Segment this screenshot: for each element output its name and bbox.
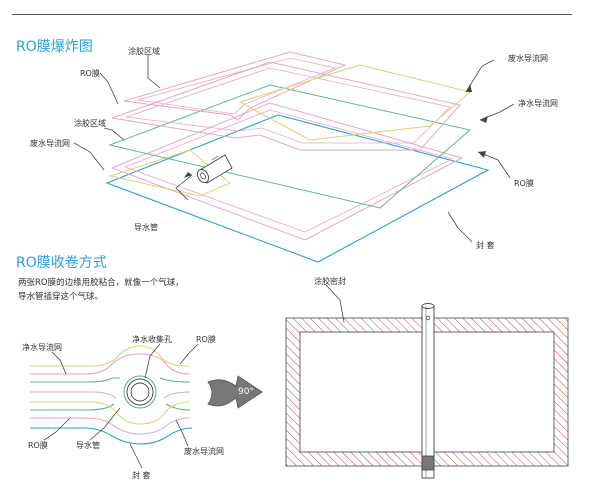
cs-yellow-top bbox=[30, 345, 190, 367]
label-cs-waste-mesh: 废水导流网 bbox=[184, 447, 224, 456]
leader-glue-mid bbox=[103, 127, 125, 141]
cs-leader-ro-right bbox=[179, 343, 199, 365]
cs-green-top-r bbox=[159, 377, 191, 383]
ro-membrane-middle bbox=[111, 61, 461, 151]
label-waste-mesh-right: 废水导流网 bbox=[508, 54, 548, 63]
glue-seal-leader bbox=[325, 284, 345, 323]
leader-seal bbox=[447, 211, 473, 243]
pure-water-mesh bbox=[108, 84, 472, 209]
cs-leader-ro-left bbox=[43, 417, 71, 441]
cs-leader-pure-mesh bbox=[51, 351, 67, 375]
roll-method-desc-line2: 导水管插穿这个气球。 bbox=[18, 292, 104, 302]
rotate-90-label: 90° bbox=[238, 387, 254, 397]
label-cs-ro-right: RO膜 bbox=[196, 335, 216, 344]
label-glue-zone-mid: 涂胶区域 bbox=[74, 119, 106, 128]
top-divider bbox=[12, 14, 572, 15]
leader-waste-left bbox=[73, 142, 105, 171]
label-glue-zone-top: 涂胶区域 bbox=[128, 47, 160, 56]
label-cs-tube: 导水管 bbox=[76, 441, 100, 450]
label-glue-seal: 涂胶密封 bbox=[314, 277, 346, 286]
cs-blue-bottom bbox=[30, 427, 193, 445]
cs-pink-mid bbox=[30, 391, 191, 399]
leader-ro-top bbox=[99, 72, 119, 105]
seal-cover-layer bbox=[105, 114, 490, 263]
cs-green-low bbox=[30, 403, 191, 411]
label-cs-pure-mesh: 净水导流网 bbox=[22, 343, 62, 352]
waste-mesh-top bbox=[238, 64, 472, 141]
ro-membrane-lower-outer bbox=[110, 102, 464, 241]
cs-leader-tube bbox=[89, 407, 121, 441]
cs-yellow-low bbox=[30, 401, 191, 425]
cs-tube bbox=[123, 375, 157, 409]
label-ro-membrane-top: RO膜 bbox=[80, 69, 100, 78]
glue-seal-tube bbox=[421, 303, 435, 479]
cross-section-diagram bbox=[30, 345, 193, 445]
exploded-view-title: RO膜爆炸图 bbox=[16, 39, 93, 55]
label-seal-cover: 封 套 bbox=[476, 241, 495, 250]
leader-waste-right bbox=[465, 59, 495, 93]
waste-mesh-lower bbox=[108, 149, 231, 197]
cs-leader-hole bbox=[144, 343, 161, 379]
ro-membrane-top-inner bbox=[137, 57, 337, 115]
leader-tube bbox=[175, 174, 193, 201]
label-ro-membrane-right: RO膜 bbox=[514, 179, 534, 188]
label-cs-pure-hole: 净水收集孔 bbox=[132, 335, 172, 344]
cs-pink-low bbox=[30, 417, 191, 435]
leader-glue-top bbox=[147, 55, 161, 89]
cs-pink-top bbox=[30, 353, 191, 375]
label-waste-mesh-left: 废水导流网 bbox=[30, 139, 70, 148]
roll-method-desc-line1: 两张RO膜的边缘用胶粘合，就像一个气球， bbox=[18, 278, 184, 288]
cs-leader-seal bbox=[129, 443, 143, 469]
roll-method-title: RO膜收卷方式 bbox=[16, 255, 107, 271]
rotate-90-arrow bbox=[207, 375, 263, 409]
label-pure-mesh-right: 净水导流网 bbox=[518, 99, 558, 108]
label-cs-seal: 封 套 bbox=[132, 471, 151, 480]
cs-green-top bbox=[30, 377, 120, 383]
cs-leader-waste bbox=[175, 419, 189, 447]
ro-membrane-middle-inner bbox=[125, 67, 451, 144]
water-tube-drawing bbox=[196, 154, 233, 184]
label-cs-ro-left: RO膜 bbox=[28, 441, 48, 450]
label-water-tube: 导水管 bbox=[134, 223, 158, 232]
